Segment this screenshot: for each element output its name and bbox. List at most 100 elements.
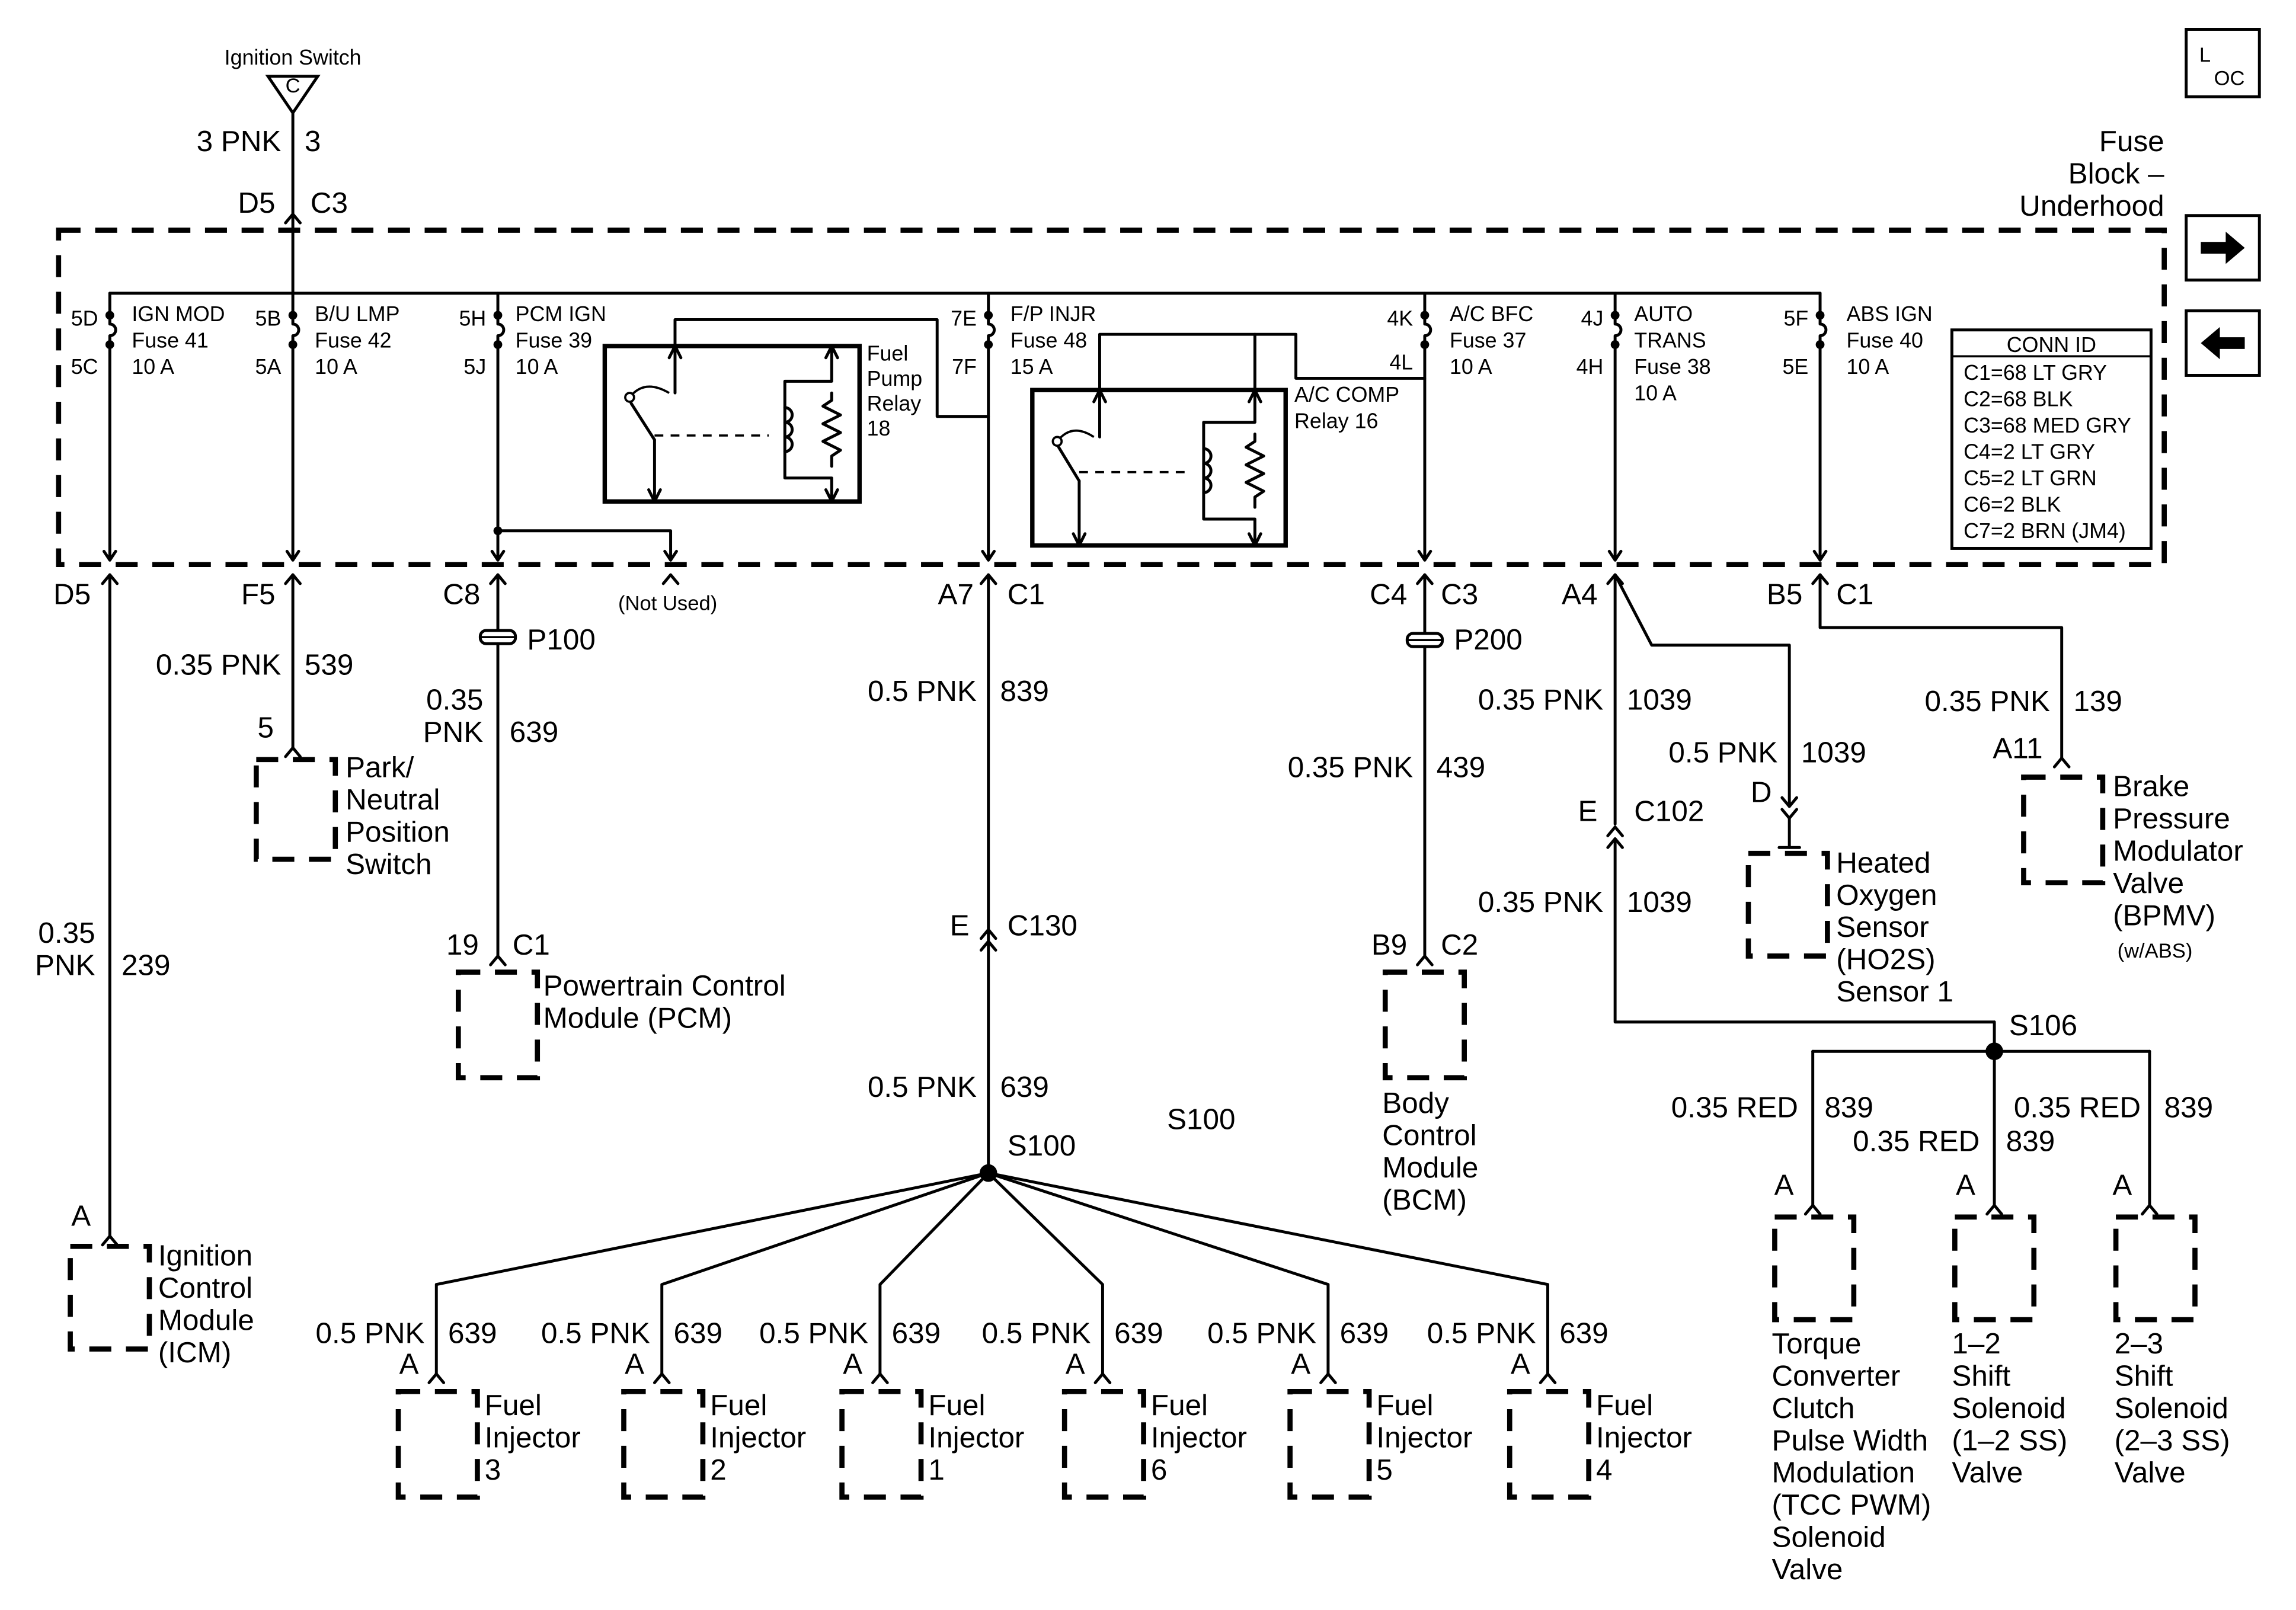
svg-text:Valve: Valve	[1772, 1553, 1843, 1586]
svg-text:Fuse 42: Fuse 42	[315, 328, 391, 352]
svg-text:839: 839	[2164, 1092, 2213, 1124]
svg-text:Heated: Heated	[1836, 846, 1930, 879]
svg-text:PNK: PNK	[35, 949, 95, 982]
svg-text:A7: A7	[938, 578, 974, 610]
svg-text:A/C BFC: A/C BFC	[1450, 302, 1533, 326]
loc-oc: OC	[2214, 67, 2245, 89]
svg-text:PNK: PNK	[423, 716, 484, 748]
svg-text:5B: 5B	[255, 306, 282, 330]
svg-text:10 A: 10 A	[315, 355, 357, 379]
fuse-48: 7E 7F F/P INJR Fuse 48 15 A	[951, 292, 1096, 562]
svg-text:Fuse 40: Fuse 40	[1847, 328, 1923, 352]
loc-l: L	[2199, 44, 2211, 66]
svg-text:Module: Module	[158, 1304, 254, 1336]
bcm-module: Body Control Module (BCM)	[1382, 969, 1478, 1216]
svg-text:0.35 PNK: 0.35 PNK	[1478, 684, 1603, 716]
svg-text:Position: Position	[346, 815, 450, 848]
bpmv-valve: Brake Pressure Modulator Valve (BPMV) (w…	[2021, 770, 2243, 962]
svg-text:E: E	[950, 910, 970, 942]
svg-text:A/C COMP: A/C COMP	[1294, 383, 1399, 406]
svg-text:5C: 5C	[71, 355, 98, 379]
svg-text:839: 839	[1824, 1092, 1873, 1124]
svg-text:Injector: Injector	[1596, 1421, 1692, 1454]
pcm-module: Powertrain Control Module (PCM)	[455, 969, 786, 1081]
svg-text:C7=2 BRN (JM4): C7=2 BRN (JM4)	[1964, 519, 2126, 543]
ignition-pin: D5	[238, 187, 275, 219]
fuel-injector-2: 0.5 PNK 639 A Fuel Injector 2	[541, 1317, 806, 1500]
pcm-circuit: P100 0.35 PNK 639 19 C1	[423, 573, 596, 966]
fuse-40: 5F 5E ABS IGN Fuse 40 10 A	[1782, 292, 1933, 562]
svg-text:10 A: 10 A	[1847, 355, 1889, 379]
svg-text:7F: 7F	[952, 355, 977, 379]
svg-text:10 A: 10 A	[516, 355, 558, 379]
svg-text:Fuse 41: Fuse 41	[132, 328, 208, 352]
svg-text:Fuel: Fuel	[1596, 1389, 1653, 1422]
svg-text:Injector: Injector	[1376, 1421, 1472, 1454]
svg-text:C1: C1	[1836, 578, 1873, 610]
svg-text:0.5 PNK: 0.5 PNK	[759, 1317, 868, 1350]
ac-comp-relay: A/C COMP Relay 16	[1030, 332, 1427, 548]
svg-text:ABS IGN: ABS IGN	[1847, 302, 1933, 326]
svg-text:Fuse 48: Fuse 48	[1011, 328, 1087, 352]
park-neutral-switch: Park/ Neutral Position Switch	[254, 751, 450, 881]
svg-text:C8: C8	[443, 578, 480, 610]
svg-text:Modulator: Modulator	[2113, 834, 2243, 867]
svg-text:Torque: Torque	[1772, 1327, 1862, 1360]
svg-text:6: 6	[1151, 1454, 1167, 1486]
svg-text:4L: 4L	[1389, 351, 1413, 375]
ignition-terminal: C	[286, 75, 300, 97]
back-arrow-button[interactable]	[2185, 309, 2261, 377]
svg-text:5: 5	[1376, 1454, 1392, 1486]
shift-solenoid-2-3: A 2–3 Shift Solenoid (2–3 SS) Valve	[2112, 1169, 2230, 1489]
svg-text:(Not Used): (Not Used)	[618, 592, 717, 614]
svg-text:(BPMV): (BPMV)	[2113, 899, 2215, 932]
svg-text:Body: Body	[1382, 1087, 1449, 1119]
svg-text:10 A: 10 A	[1634, 382, 1677, 405]
svg-text:D: D	[1751, 776, 1772, 809]
svg-text:0.5 PNK: 0.5 PNK	[1207, 1317, 1316, 1350]
svg-text:C6=2 BLK: C6=2 BLK	[1964, 493, 2061, 517]
svg-text:0.35 PNK: 0.35 PNK	[1924, 685, 2049, 718]
fuse-block-outline	[56, 228, 2167, 568]
svg-text:C2=68 BLK: C2=68 BLK	[1964, 387, 2073, 411]
svg-text:18: 18	[867, 417, 891, 440]
svg-text:S106: S106	[2009, 1009, 2077, 1042]
svg-text:239: 239	[121, 949, 170, 982]
svg-text:Fuel: Fuel	[928, 1389, 985, 1422]
trans-circuit: 0.35 PNK 1039 E C102 0.35 PNK 1039 0.5 P…	[1478, 573, 1996, 1024]
svg-text:0.35: 0.35	[426, 684, 483, 716]
svg-text:F/P INJR: F/P INJR	[1011, 302, 1096, 326]
svg-text:Powertrain Control: Powertrain Control	[543, 969, 786, 1002]
bottom-connectors: D5 F5 C8 (Not Used) A7 C1 C4 C3 A4 B5 C1	[53, 573, 1873, 614]
svg-text:Clutch: Clutch	[1772, 1392, 1855, 1425]
svg-text:839: 839	[1000, 675, 1048, 708]
svg-text:1039: 1039	[1801, 737, 1866, 769]
svg-text:Ignition: Ignition	[158, 1239, 252, 1272]
svg-text:A: A	[843, 1348, 862, 1381]
svg-text:Pulse Width: Pulse Width	[1772, 1424, 1929, 1457]
ignition-wire-color: 3 PNK	[197, 125, 282, 158]
svg-text:AUTO: AUTO	[1634, 302, 1693, 326]
svg-text:(1–2 SS): (1–2 SS)	[1952, 1424, 2067, 1457]
svg-text:639: 639	[892, 1317, 941, 1350]
svg-text:639: 639	[1114, 1317, 1163, 1350]
svg-text:Sensor 1: Sensor 1	[1836, 975, 1953, 1008]
svg-text:C1: C1	[513, 929, 550, 961]
svg-text:Valve: Valve	[1952, 1457, 2023, 1489]
forward-arrow-button[interactable]	[2185, 214, 2261, 282]
svg-text:Park/: Park/	[346, 751, 414, 783]
svg-text:Injector: Injector	[1151, 1421, 1247, 1454]
icm-module: Ignition Control Module (ICM)	[68, 1239, 254, 1369]
svg-text:(HO2S): (HO2S)	[1836, 943, 1935, 976]
fuse-37: 4K 4L A/C BFC Fuse 37 10 A	[1387, 292, 1533, 562]
loc-badge[interactable]: L OC	[2185, 28, 2261, 98]
svg-text:Shift: Shift	[2115, 1359, 2173, 1392]
svg-text:A: A	[1066, 1348, 1085, 1381]
svg-text:0.35 PNK: 0.35 PNK	[1478, 886, 1603, 918]
svg-text:Fuse: Fuse	[2099, 125, 2164, 158]
svg-text:5F: 5F	[1783, 306, 1808, 330]
svg-text:E: E	[1578, 795, 1598, 828]
svg-text:Neutral: Neutral	[346, 783, 440, 816]
tcc-pwm-solenoid: A Torque Converter Clutch Pulse Width Mo…	[1772, 1169, 1932, 1586]
svg-text:10 A: 10 A	[1450, 355, 1492, 379]
